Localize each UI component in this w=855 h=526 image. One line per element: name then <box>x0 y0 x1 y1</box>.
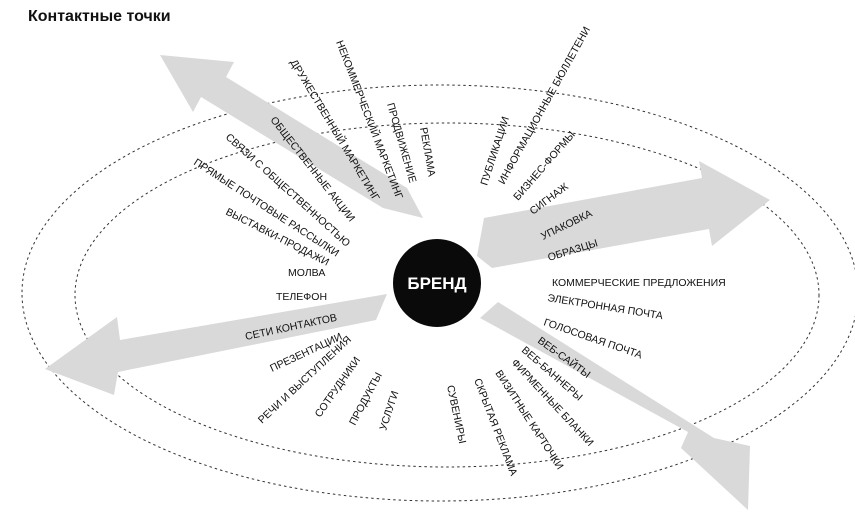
label-phone: ТЕЛЕФОН <box>276 291 327 303</box>
brand-node: БРЕНД <box>393 239 481 327</box>
label-services: УСЛУГИ <box>377 390 401 432</box>
page-title: Контактные точки <box>28 8 171 25</box>
arrow-top-left <box>160 55 423 218</box>
label-products: ПРОДУКТЫ <box>347 371 385 428</box>
label-word-of-mouth: МОЛВА <box>288 267 325 279</box>
brand-label: БРЕНД <box>407 274 466 293</box>
label-souvenirs: СУВЕНИРЫ <box>444 384 468 445</box>
brand-circle <box>393 239 481 327</box>
arrow-left-lower <box>45 294 387 395</box>
label-advertising: РЕКЛАМА <box>417 126 437 177</box>
label-email: ЭЛЕКТРОННАЯ ПОЧТА <box>547 292 664 322</box>
arrow-bottom-right <box>480 302 750 510</box>
label-commercial-offers: КОММЕРЧЕСКИЕ ПРЕДЛОЖЕНИЯ <box>552 277 726 289</box>
inner-ring <box>74 122 820 468</box>
arrow-right-upper <box>477 161 770 268</box>
